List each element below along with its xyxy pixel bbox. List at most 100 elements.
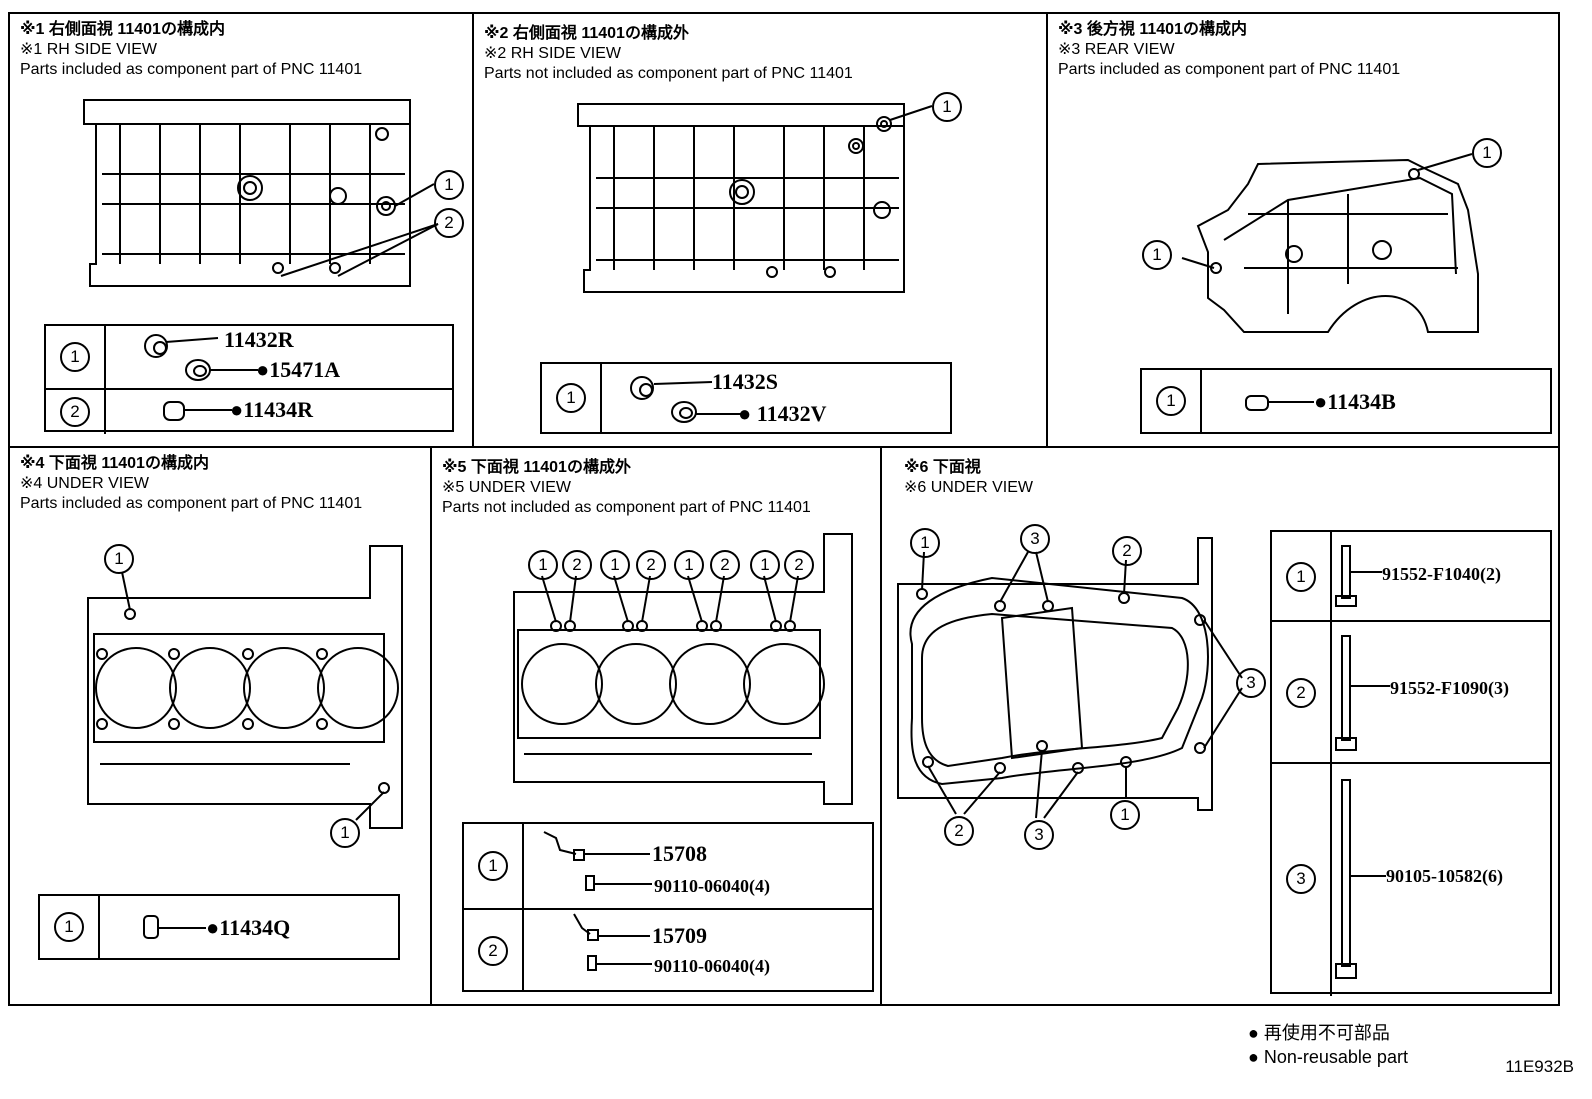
engine-block-side-drawing [83,99,439,287]
engine-block-rear-drawing [1181,153,1479,333]
panel-rh-side-view-included: ※1 右側面視 11401の構成内 ※1 RH SIDE VIEW Parts … [8,12,474,448]
row-number: 1 [1286,562,1316,592]
part-number: ●11434B [1314,389,1396,414]
callout-3: 3 [1024,820,1054,850]
callout-2: 2 [784,550,814,580]
callout-1: 1 [1142,240,1172,270]
header-en: ※5 UNDER VIEW [442,479,571,496]
callout-2: 2 [434,208,464,238]
table-row: 2 91552-F1090(3) [1272,620,1550,764]
header-jp: ※3 後方視 11401の構成内 [1058,21,1247,38]
part-illustration [630,376,746,423]
callout-1: 1 [674,550,704,580]
panel-header: ※3 後方視 11401の構成内 ※3 REAR VIEW Parts incl… [1058,20,1400,80]
row-number: 1 [1156,386,1186,416]
header-en: ※4 UNDER VIEW [20,475,149,492]
header-desc: Parts not included as component part of … [484,65,853,82]
panel-header: ※1 右側面視 11401の構成内 ※1 RH SIDE VIEW Parts … [20,20,362,80]
row-number: 3 [1286,864,1316,894]
callout-1: 1 [1110,800,1140,830]
legend-en: ● Non-reusable part [1248,1047,1408,1067]
engine-block-under-drawing [513,533,853,805]
parts-table: 1 91552-F1040(2) 2 91552-F1090(3) 3 9010… [1270,530,1552,996]
callout-3: 3 [1236,668,1266,698]
bolt-illustration [1335,545,1382,607]
engine-block-under-drawing [87,545,403,829]
part-illustration [573,913,652,971]
part-illustration [1245,395,1314,411]
part-number: 11432R [224,327,294,352]
callout-1: 1 [600,550,630,580]
callout-1: 1 [1472,138,1502,168]
panel-header: ※4 下面視 11401の構成内 ※4 UNDER VIEW Parts inc… [20,454,362,514]
bolt-illustration [1335,635,1390,751]
figure-code: 11E932B [1505,1057,1574,1076]
parts-table: 1 11432R ●15471A 2 ●11434R [44,324,454,434]
table-row: 1 ●11434Q [40,896,398,960]
callout-1: 1 [750,550,780,580]
callout-2: 2 [562,550,592,580]
panel-rear-view-included: ※3 後方視 11401の構成内 ※3 REAR VIEW Parts incl… [1046,12,1560,448]
part-number: 90105-10582(6) [1386,866,1503,886]
part-number: 91552-F1090(3) [1390,678,1509,698]
table-row: 1 11432R ●15471A [46,326,452,388]
table-row: 3 90105-10582(6) [1272,762,1550,996]
panel-header: ※2 右側面視 11401の構成外 ※2 RH SIDE VIEW Parts … [484,24,853,84]
callout-1: 1 [528,550,558,580]
part-number: 90110-06040(4) [654,876,770,896]
header-en: ※2 RH SIDE VIEW [484,45,621,62]
part-illustration [543,831,652,891]
header-desc: Parts not included as component part of … [442,499,811,516]
header-en: ※1 RH SIDE VIEW [20,41,157,58]
part-number: 11432S [712,369,779,394]
part-number: ●15471A [256,357,341,382]
callout-1: 1 [910,528,940,558]
callout-2: 2 [710,550,740,580]
bolt-illustration [1335,779,1386,979]
callout-1: 1 [434,170,464,200]
header-jp: ※5 下面視 11401の構成外 [442,459,631,476]
header-desc: Parts included as component part of PNC … [1058,61,1401,78]
part-illustration [163,401,232,421]
panel-header: ※6 下面視 ※6 UNDER VIEW [904,458,1033,498]
callout-1: 1 [104,544,134,574]
part-number: 15709 [652,923,707,948]
row-number: 1 [478,851,508,881]
header-desc: Parts included as component part of PNC … [20,495,363,512]
part-illustration [144,334,258,381]
table-row: 1 11432S ● 11432V [542,364,950,434]
header-en: ※3 REAR VIEW [1058,41,1175,58]
callout-2: 2 [636,550,666,580]
table-row: 2 15709 90110-06040(4) [464,908,872,992]
table-row: 1 ●11434B [1142,370,1550,434]
row-number: 1 [60,342,90,372]
callout-2: 2 [944,816,974,846]
part-number: 15708 [652,841,707,866]
header-jp: ※2 右側面視 11401の構成外 [484,25,689,42]
callout-1: 1 [330,818,360,848]
part-number: ● 11432V [738,401,827,426]
row-number: 2 [60,397,90,427]
header-desc: Parts included as component part of PNC … [20,61,363,78]
oil-pan-under-drawing [897,537,1243,819]
parts-table: 1 15708 90110-06040(4) 2 15709 90110-060… [462,822,874,992]
row-number: 2 [478,936,508,966]
engine-block-side-drawing [577,103,933,293]
header-jp: ※1 右側面視 11401の構成内 [20,21,225,38]
row-number: 1 [556,383,586,413]
panel-under-view: ※6 下面視 ※6 UNDER VIEW 1 3 2 3 2 3 1 1 [880,446,1560,1006]
parts-table: 1 ●11434B [1140,368,1552,434]
callout-3: 3 [1020,524,1050,554]
part-number: ●11434Q [206,915,291,940]
part-illustration [143,915,206,939]
part-number: 91552-F1040(2) [1382,564,1501,584]
table-row: 1 91552-F1040(2) [1272,532,1550,620]
row-number: 1 [54,912,84,942]
part-number: 90110-06040(4) [654,956,770,976]
panel-under-view-not-included: ※5 下面視 11401の構成外 ※5 UNDER VIEW Parts not… [430,446,882,1006]
part-number: ●11434R [230,397,313,422]
callout-1: 1 [932,92,962,122]
table-row: 1 15708 90110-06040(4) [464,824,872,908]
callout-2: 2 [1112,536,1142,566]
header-jp: ※4 下面視 11401の構成内 [20,455,209,472]
